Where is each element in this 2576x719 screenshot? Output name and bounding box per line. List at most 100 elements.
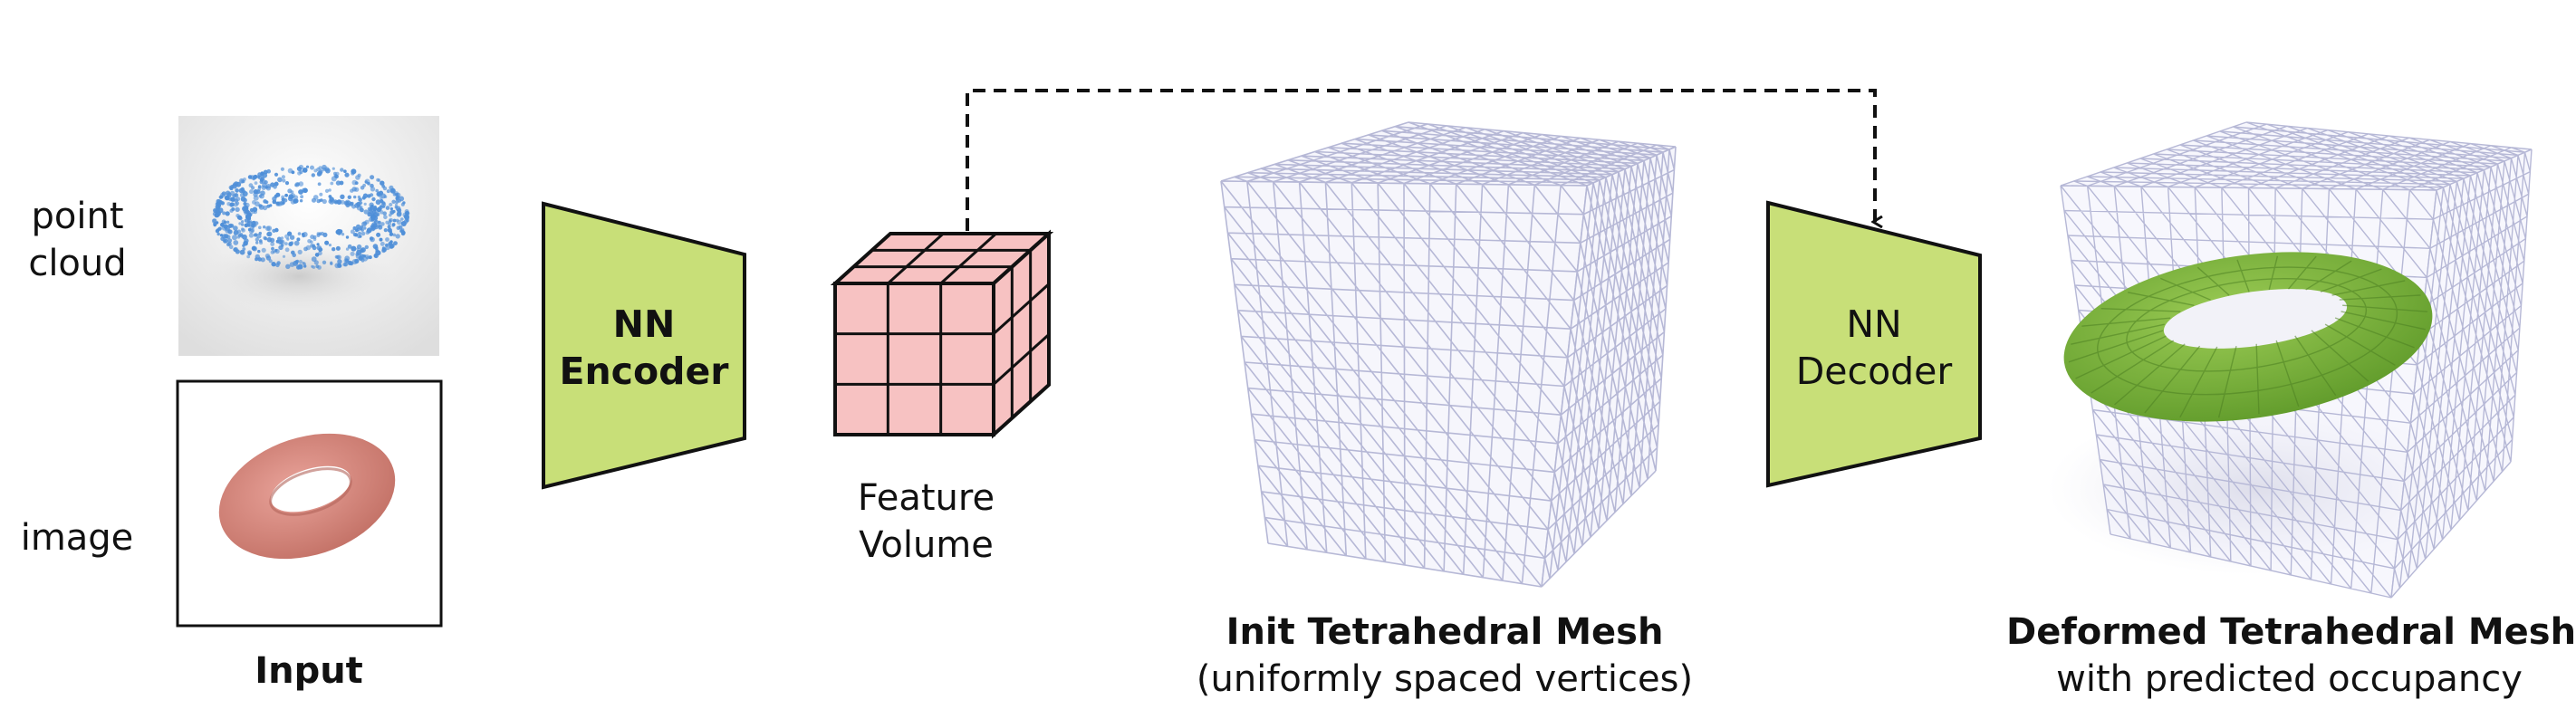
point-cloud-point	[244, 238, 249, 244]
point-cloud-point	[294, 260, 299, 264]
point-cloud-point	[391, 199, 396, 204]
point-cloud-point	[281, 244, 284, 247]
point-cloud-point	[247, 252, 252, 255]
point-cloud-point	[335, 245, 341, 251]
point-cloud-point	[299, 170, 303, 175]
input-caption: Input	[255, 650, 363, 692]
point-cloud-point	[243, 197, 247, 203]
point-cloud-point	[258, 231, 262, 235]
point-cloud-point	[226, 192, 232, 197]
point-cloud-point	[301, 233, 305, 236]
point-cloud-point	[358, 197, 362, 202]
nn-decoder-label-line1: NN	[1846, 302, 1902, 346]
point-cloud-point	[322, 164, 327, 170]
point-cloud-point	[289, 235, 295, 240]
cube-grid-lines	[835, 232, 1051, 435]
point-cloud-point	[397, 210, 402, 216]
point-cloud-point	[281, 175, 285, 179]
point-cloud-point	[318, 232, 322, 236]
point-cloud-point	[390, 188, 395, 192]
point-cloud-point	[284, 242, 288, 245]
point-cloud-point	[366, 228, 371, 234]
point-cloud-point	[351, 204, 356, 209]
nn-encoder-label-line2: Encoder	[559, 350, 729, 393]
point-cloud-point	[379, 237, 383, 242]
point-cloud-point	[275, 263, 280, 268]
point-cloud-point	[235, 214, 240, 218]
point-cloud-point	[386, 189, 390, 194]
point-cloud-point	[361, 196, 366, 200]
point-cloud-point	[253, 195, 259, 201]
point-cloud-point	[351, 201, 354, 206]
point-cloud-point	[377, 224, 381, 228]
deformed-mesh-caption: Deformed Tetrahedral Mesh with predicted…	[2006, 609, 2576, 703]
occupancy-facet-lines	[2068, 255, 2428, 418]
point-cloud-point	[226, 202, 231, 206]
point-cloud-point	[396, 192, 401, 197]
point-cloud-label: point cloud	[16, 193, 139, 287]
point-cloud-point	[235, 181, 242, 187]
point-cloud-point	[227, 241, 232, 246]
point-cloud-point	[335, 171, 340, 177]
point-cloud-point	[297, 249, 303, 254]
point-cloud-point	[331, 176, 337, 182]
point-cloud-point	[367, 181, 370, 186]
point-cloud-point	[354, 187, 360, 192]
point-cloud-point	[324, 188, 330, 193]
point-cloud-point	[317, 182, 322, 187]
point-cloud-point	[299, 199, 303, 203]
point-cloud-point	[375, 199, 381, 206]
point-cloud-point	[296, 166, 303, 172]
point-cloud-point	[348, 261, 353, 265]
point-cloud-point	[252, 200, 256, 205]
init-tetrahedral-mesh	[1220, 121, 1677, 588]
point-cloud-point	[243, 202, 247, 206]
point-cloud-point	[380, 202, 387, 207]
point-cloud-point	[288, 194, 294, 200]
point-cloud-point	[266, 236, 273, 243]
point-cloud-point	[216, 212, 221, 217]
point-cloud-point	[340, 194, 345, 199]
point-cloud-point	[395, 197, 399, 201]
feature-volume-cube	[830, 229, 1054, 439]
point-cloud-point	[245, 222, 251, 226]
point-cloud-point	[293, 240, 300, 246]
point-cloud-point	[232, 182, 237, 187]
point-cloud-point	[235, 206, 240, 213]
point-cloud-point	[389, 243, 395, 249]
point-cloud-point	[350, 251, 355, 256]
nn-decoder-label-line2: Decoder	[1795, 350, 1953, 393]
point-cloud-point	[274, 227, 279, 233]
point-cloud-point	[398, 225, 403, 230]
point-cloud-point	[302, 168, 308, 173]
point-cloud-point	[310, 244, 314, 248]
point-cloud-point	[236, 229, 242, 234]
point-cloud-point	[356, 244, 362, 250]
point-cloud-point	[364, 244, 369, 250]
point-cloud-point	[336, 199, 342, 206]
point-cloud-point	[274, 172, 279, 177]
nn-encoder-block	[542, 201, 746, 490]
cube-top-grid-line	[939, 232, 997, 285]
point-cloud-point	[395, 234, 400, 239]
point-cloud-point	[391, 224, 395, 227]
point-cloud-point	[290, 190, 294, 195]
point-cloud-point	[328, 188, 332, 192]
point-cloud-point	[312, 195, 319, 200]
point-cloud-point	[298, 189, 303, 195]
point-cloud-point	[383, 195, 388, 198]
point-cloud-point	[383, 215, 388, 220]
point-cloud-point	[265, 184, 272, 189]
point-cloud-point	[224, 238, 229, 244]
point-cloud-point	[381, 248, 386, 254]
point-cloud-point	[305, 165, 310, 168]
point-cloud-point	[303, 246, 308, 252]
point-cloud-point	[322, 260, 327, 264]
point-cloud-point	[377, 191, 381, 196]
point-cloud-point	[310, 165, 314, 170]
point-cloud-point	[246, 254, 251, 259]
point-cloud-point	[347, 195, 351, 199]
point-cloud-point	[343, 169, 347, 173]
point-cloud-point	[332, 167, 335, 170]
point-cloud-point	[280, 236, 284, 240]
